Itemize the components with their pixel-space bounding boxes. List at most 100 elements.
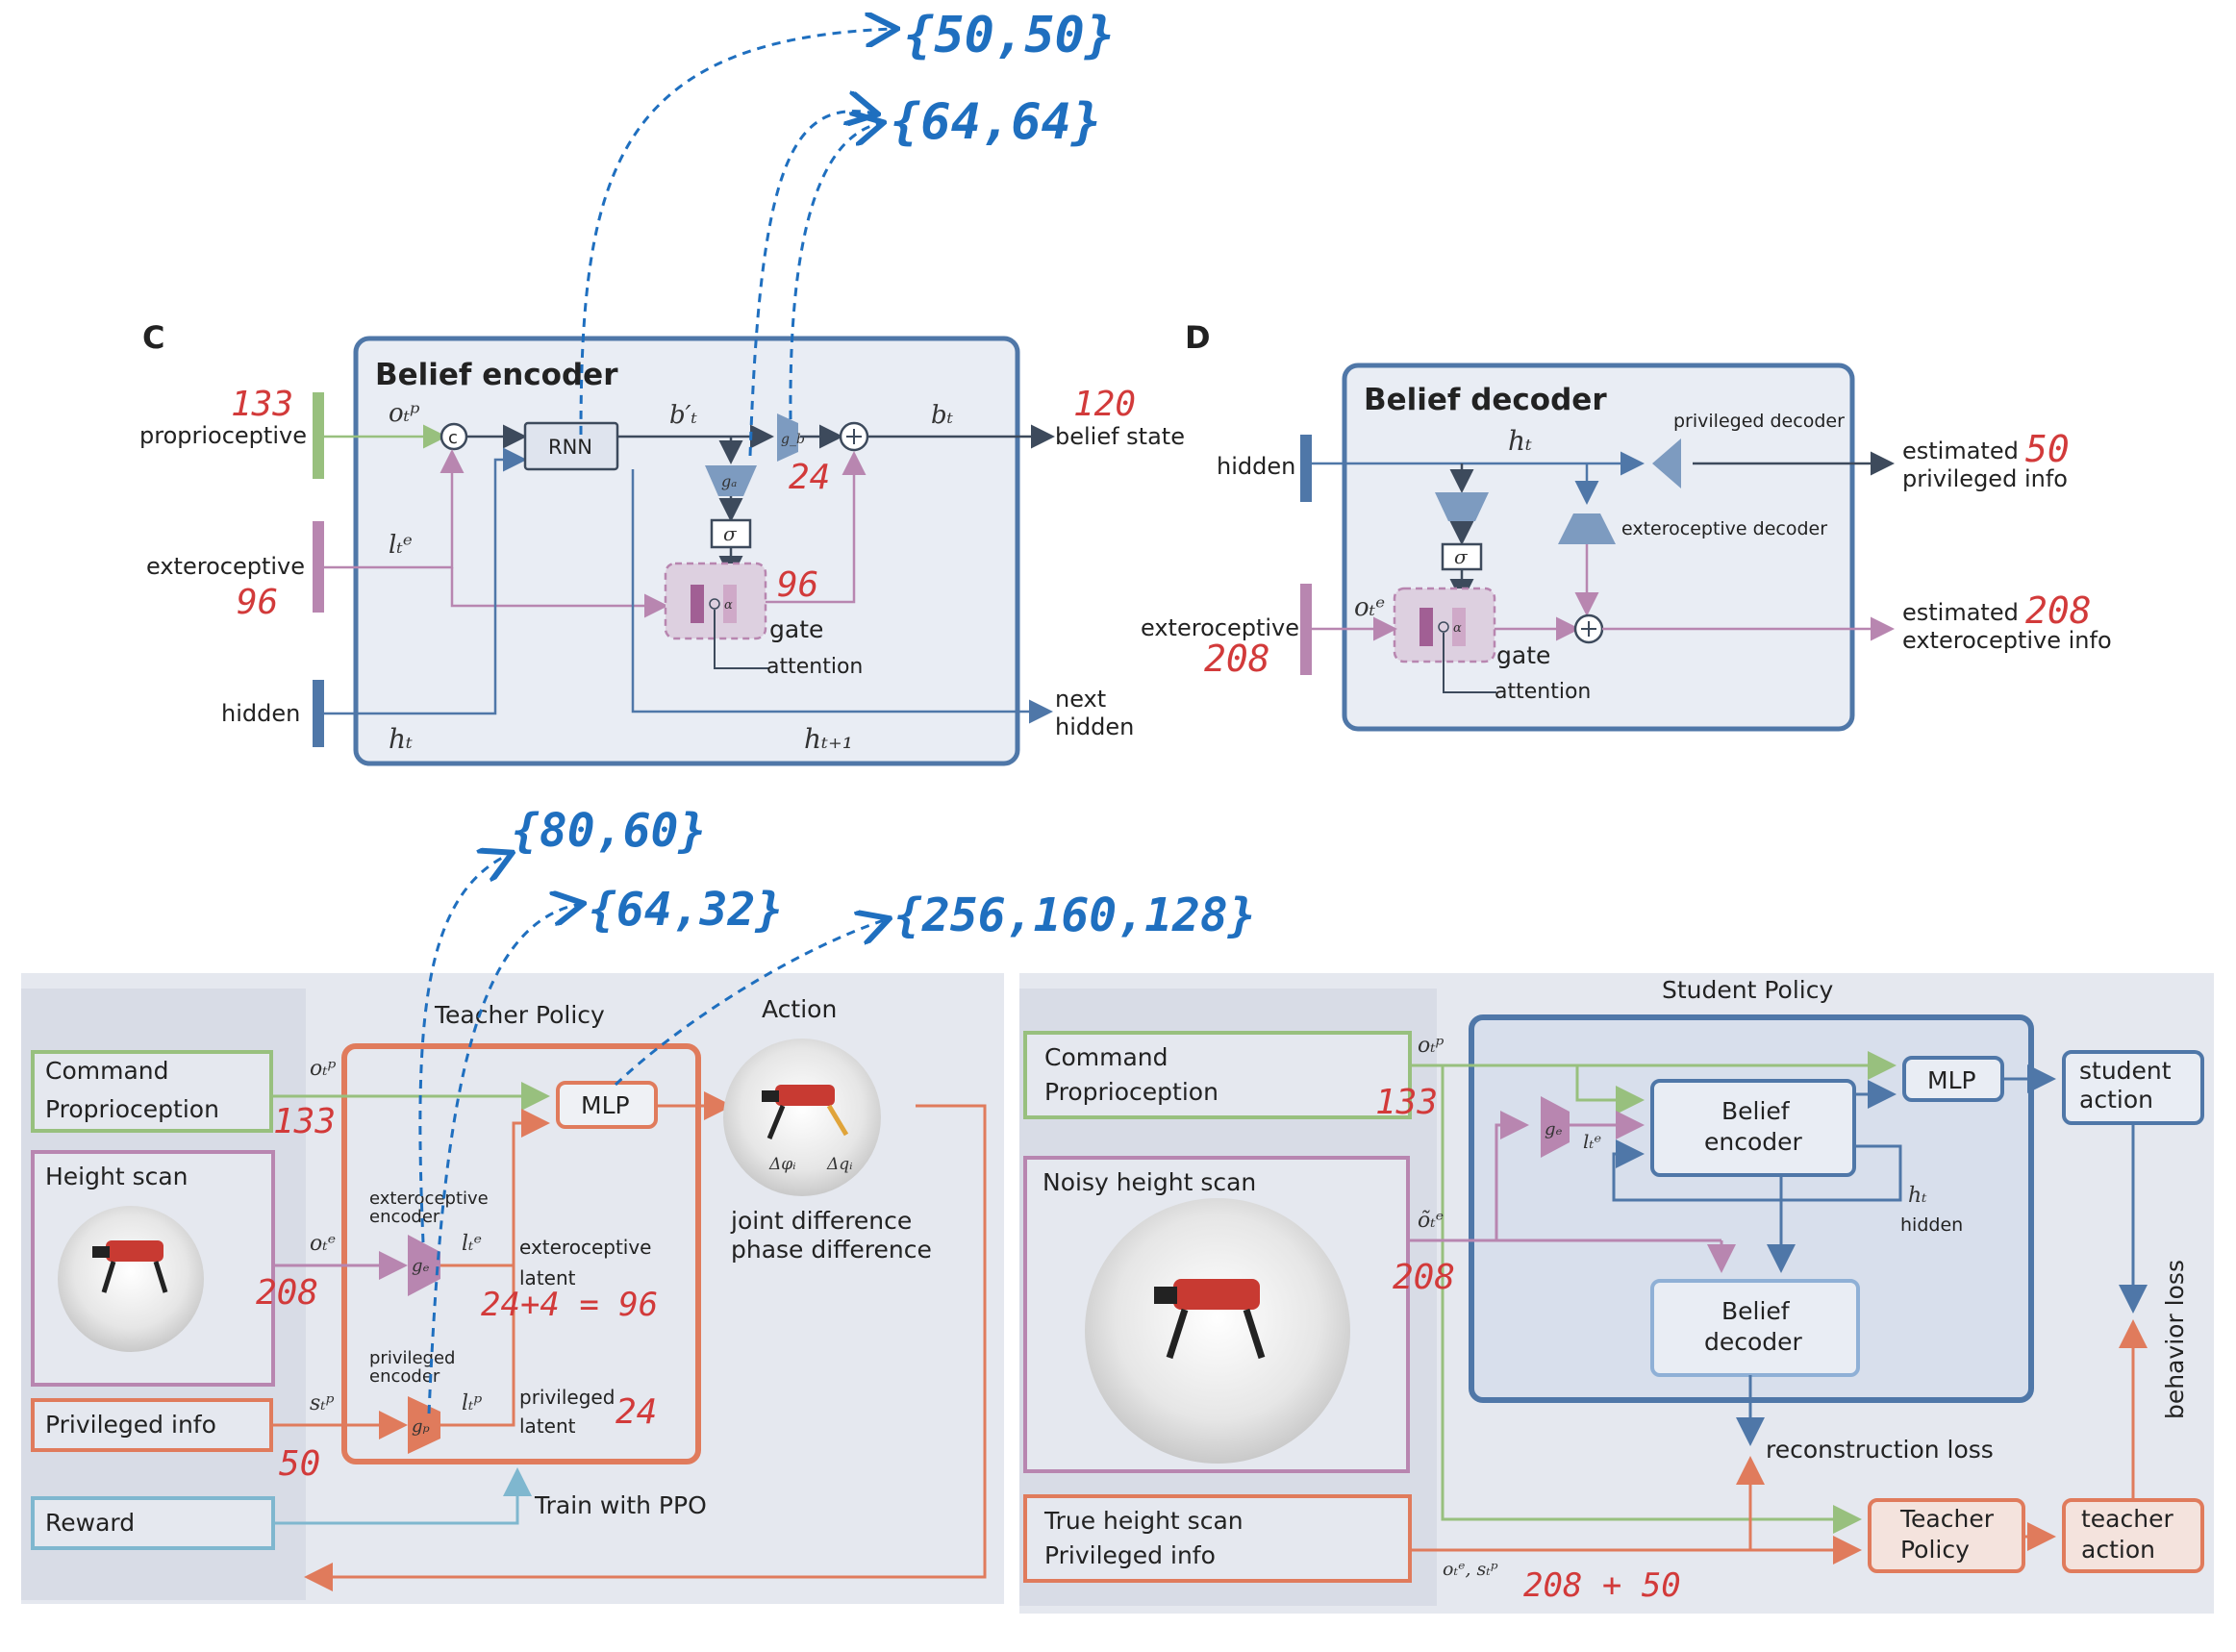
next-hidden-arrow <box>631 469 1053 724</box>
joint-difference-label: joint difference <box>730 1207 912 1235</box>
red-t-133: 133 <box>273 1102 336 1141</box>
s-hidden-loop-arrow <box>1612 1139 1902 1202</box>
reward-arrow <box>273 1467 532 1525</box>
ext-to-gate-arrow <box>450 567 668 618</box>
math-h-t1: hₜ₊₁ <box>804 723 853 755</box>
priv-encoder-label-1: privileged <box>369 1348 455 1368</box>
proprioceptive-bar <box>313 392 324 479</box>
red-s-208: 208 <box>1393 1258 1455 1297</box>
command-label: Command <box>45 1057 169 1085</box>
t-math-l-p: lₜᵖ <box>462 1391 482 1415</box>
teacher-mlp-label: MLP <box>581 1091 630 1119</box>
teacher-policy-box <box>341 1043 701 1464</box>
d-gate-multiply-node <box>1438 621 1449 633</box>
s-ge-shape <box>1541 1096 1570 1158</box>
priv-latent-label-1: privileged <box>519 1386 615 1409</box>
s-belief-encoder-label-2: encoder <box>1704 1128 1803 1156</box>
proprioceptive-label: proprioceptive <box>139 422 307 449</box>
gate-to-sum-arrow <box>766 451 867 604</box>
reconstruction-loss-label: reconstruction loss <box>1766 1436 1994 1464</box>
attention-leader <box>714 610 769 669</box>
privileged-decoder-label: privileged decoder <box>1673 411 1845 432</box>
privileged-decoder-shape <box>1652 438 1681 488</box>
est-priv-label-2: privileged info <box>1902 465 2068 492</box>
blue-label-64-64: {64,64} <box>891 93 1101 151</box>
priv-latent-line <box>440 1265 515 1427</box>
math-b-t: bₜ <box>931 401 954 430</box>
d-gate-output-bar <box>1452 608 1466 646</box>
red-t-50: 50 <box>279 1444 320 1484</box>
s-belief-decoder-box <box>1650 1279 1860 1377</box>
proprioception-label: Proprioception <box>45 1095 219 1123</box>
d-hidden-label: hidden <box>1217 453 1295 480</box>
s-mlp-label: MLP <box>1927 1066 1976 1094</box>
blue-label-64-32: {64,32} <box>589 883 783 937</box>
red-t-24: 24 <box>616 1392 657 1432</box>
panel-d: D Belief decoder hidden exteroceptive pr… <box>1141 319 2112 732</box>
reward-label: Reward <box>45 1509 135 1537</box>
red-annotations: 133 96 120 24 96 50 208 208 133 208 50 2… <box>231 385 2092 1605</box>
action-image <box>723 1039 881 1196</box>
red-c-96b: 96 <box>777 565 818 605</box>
math-b-prime: b′ₜ <box>669 401 698 430</box>
true-scan-label-1: True height scan <box>1043 1507 1244 1535</box>
robot-icon-2 <box>762 1085 849 1139</box>
rnn-box <box>523 421 619 471</box>
gate-alpha: α <box>724 598 733 613</box>
d-exteroceptive-bar <box>1300 584 1312 675</box>
privileged-info-label: Privileged info <box>45 1411 216 1439</box>
sigma-box <box>710 518 752 549</box>
height-scan-image <box>58 1206 204 1352</box>
gb-label: g_b <box>781 432 805 447</box>
math-o-p: oₜᵖ <box>389 399 419 428</box>
behavior-loss-label: behavior loss <box>2161 1260 2189 1419</box>
sigma-label: σ <box>723 522 738 545</box>
exteroceptive-bar <box>313 521 324 613</box>
hidden-bar <box>313 680 324 747</box>
t-math-l-e: lₜᵉ <box>462 1232 482 1256</box>
red-d-50: 50 <box>2025 428 2070 470</box>
blue-label-80-60: {80,60} <box>512 804 706 858</box>
s-proprioception-label: Proprioception <box>1044 1078 1218 1106</box>
blue-annotations <box>418 29 894 1414</box>
s-command-to-teacher-arrow <box>1441 1065 1862 1534</box>
red-d-208: 208 <box>1204 638 1270 680</box>
d-hidden-bar <box>1300 435 1312 502</box>
s-teacher-policy-label-1: Teacher <box>1899 1505 1995 1533</box>
s-math-l-e: lₜᵉ <box>1583 1130 1601 1153</box>
ext-latent-label-1: exteroceptive <box>519 1236 652 1259</box>
red-t-sum: 24+4 = 96 <box>481 1286 658 1324</box>
ga-label: gₐ <box>721 472 737 490</box>
d-gate-alpha: α <box>1453 621 1462 636</box>
s-noisy-to-ge-arrow <box>1495 1111 1529 1240</box>
gb-trapezoid <box>777 413 798 462</box>
s-belief-decoder-label-2: decoder <box>1704 1328 1803 1356</box>
red-s-133: 133 <box>1375 1083 1438 1122</box>
s-ge-label: gₑ <box>1545 1119 1563 1139</box>
student-action-label-2: action <box>2079 1086 2153 1114</box>
blue-arrow-gb <box>789 123 881 420</box>
blue-arrow-mlp <box>614 919 887 1087</box>
red-c-96: 96 <box>237 583 278 622</box>
belief-state-label: belief state <box>1055 423 1185 450</box>
s-teacher-policy-label-2: Policy <box>1900 1536 1970 1564</box>
s-math-oe-sp: oₜᵉ, sₜᵖ <box>1443 1559 1498 1580</box>
d-gate-label: gate <box>1496 641 1550 669</box>
next-hidden-label-1: next <box>1055 686 1106 713</box>
ext-encoder-label-2: encoder <box>369 1207 440 1227</box>
s-command-label: Command <box>1044 1043 1168 1071</box>
exteroceptive-decoder-shape <box>1558 513 1616 544</box>
t-math-o-p: oₜᵖ <box>310 1057 337 1081</box>
belief-encoder-title: Belief encoder <box>375 358 618 392</box>
delta-phi-label: Δφᵢ <box>768 1155 796 1174</box>
gp-encoder-shape <box>408 1396 440 1454</box>
math-l-e: lₜᵉ <box>389 531 413 560</box>
teacher-action-label-1: teacher <box>2081 1505 2173 1533</box>
teacher-action-label-2: action <box>2081 1536 2155 1564</box>
ge-label: gₑ <box>412 1256 430 1276</box>
red-c-133: 133 <box>231 385 293 424</box>
est-ext-label-2: exteroceptive info <box>1902 627 2112 654</box>
train-ppo-label: Train with PPO <box>534 1491 707 1519</box>
privileged-info-box <box>31 1398 273 1452</box>
